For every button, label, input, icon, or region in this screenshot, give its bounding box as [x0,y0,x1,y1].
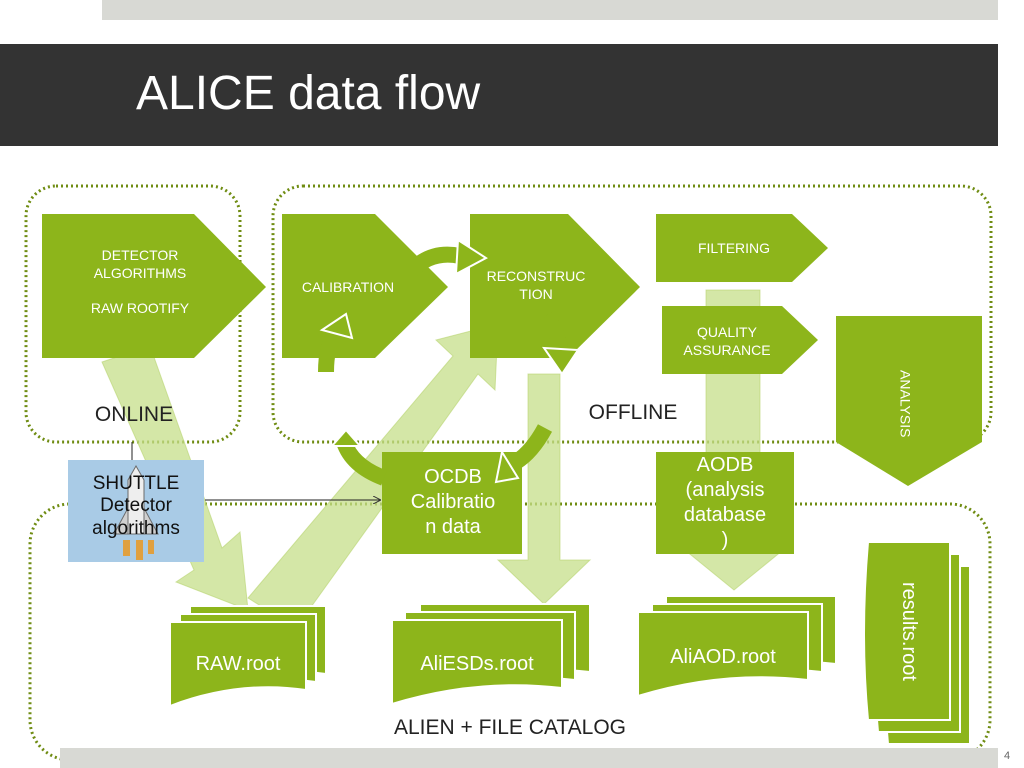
title-bar [0,44,998,146]
calibration-node [282,214,448,358]
storage-region-label: ALIEN + FILE CATALOG [393,716,627,739]
shuttle-rocket-icon [113,464,159,560]
aodb-node [656,452,794,554]
results-root-label: results.root [898,581,920,681]
calibration-to-reconstruction-arrow [406,246,462,276]
filtering-label: FILTERING [697,240,771,256]
aliaod-root-file-stack [637,595,837,698]
quality-assurance-node [662,306,818,374]
offline-region-label: OFFLINE [588,401,678,424]
calibration-loop-up-arrowhead [319,312,354,340]
filtering-node [656,214,828,282]
detector-algorithms-node [42,214,266,358]
ocdb-label: OCDB Calibratio n data [410,466,496,538]
online-region [24,184,242,444]
page-number: 4 [1004,750,1011,762]
aliaod-root-label: AliAOD.root [670,646,776,668]
ocdb-to-calibration-arrowhead [329,428,363,447]
aodb-label: AODB (analysis database ) [683,454,767,551]
reconstruction-to-ocdb-arrowhead [542,346,580,376]
ocdb-inbound-arrow [511,424,553,469]
ocdb-inbound-arrowhead [494,449,520,484]
top-decor-strip [102,0,998,20]
calibration-to-reconstruction-arrowhead [454,238,488,276]
calibration-loop-up-arrow [318,325,343,373]
reconstruction-label: RECONSTRUC TION [486,268,586,302]
online-region-label: ONLINE [94,403,174,426]
analysis-node [836,316,982,486]
bottom-decor-strip [60,748,998,768]
analysis-label: ANALYSIS [897,370,914,438]
flow-arrow-reconstruction-to-esds [496,373,592,605]
raw-root-file-stack [169,605,327,708]
shuttle-label: SHUTTLE Detector algorithms [92,473,180,539]
aliesds-root-file-stack [391,603,591,706]
page-title: ALICE data flow [136,67,481,120]
raw-root-label: RAW.root [195,653,281,675]
aliesds-root-label: AliESDs.root [420,653,534,675]
calibration-label: CALIBRATION [301,279,395,295]
offline-region [271,184,993,444]
detector-algorithms-label: DETECTOR ALGORITHMS RAW ROOTIFY [90,247,190,316]
reconstruction-node [470,214,640,358]
quality-assurance-label: QUALITY ASSURANCE [683,324,771,358]
results-root-file-stack [863,541,971,745]
